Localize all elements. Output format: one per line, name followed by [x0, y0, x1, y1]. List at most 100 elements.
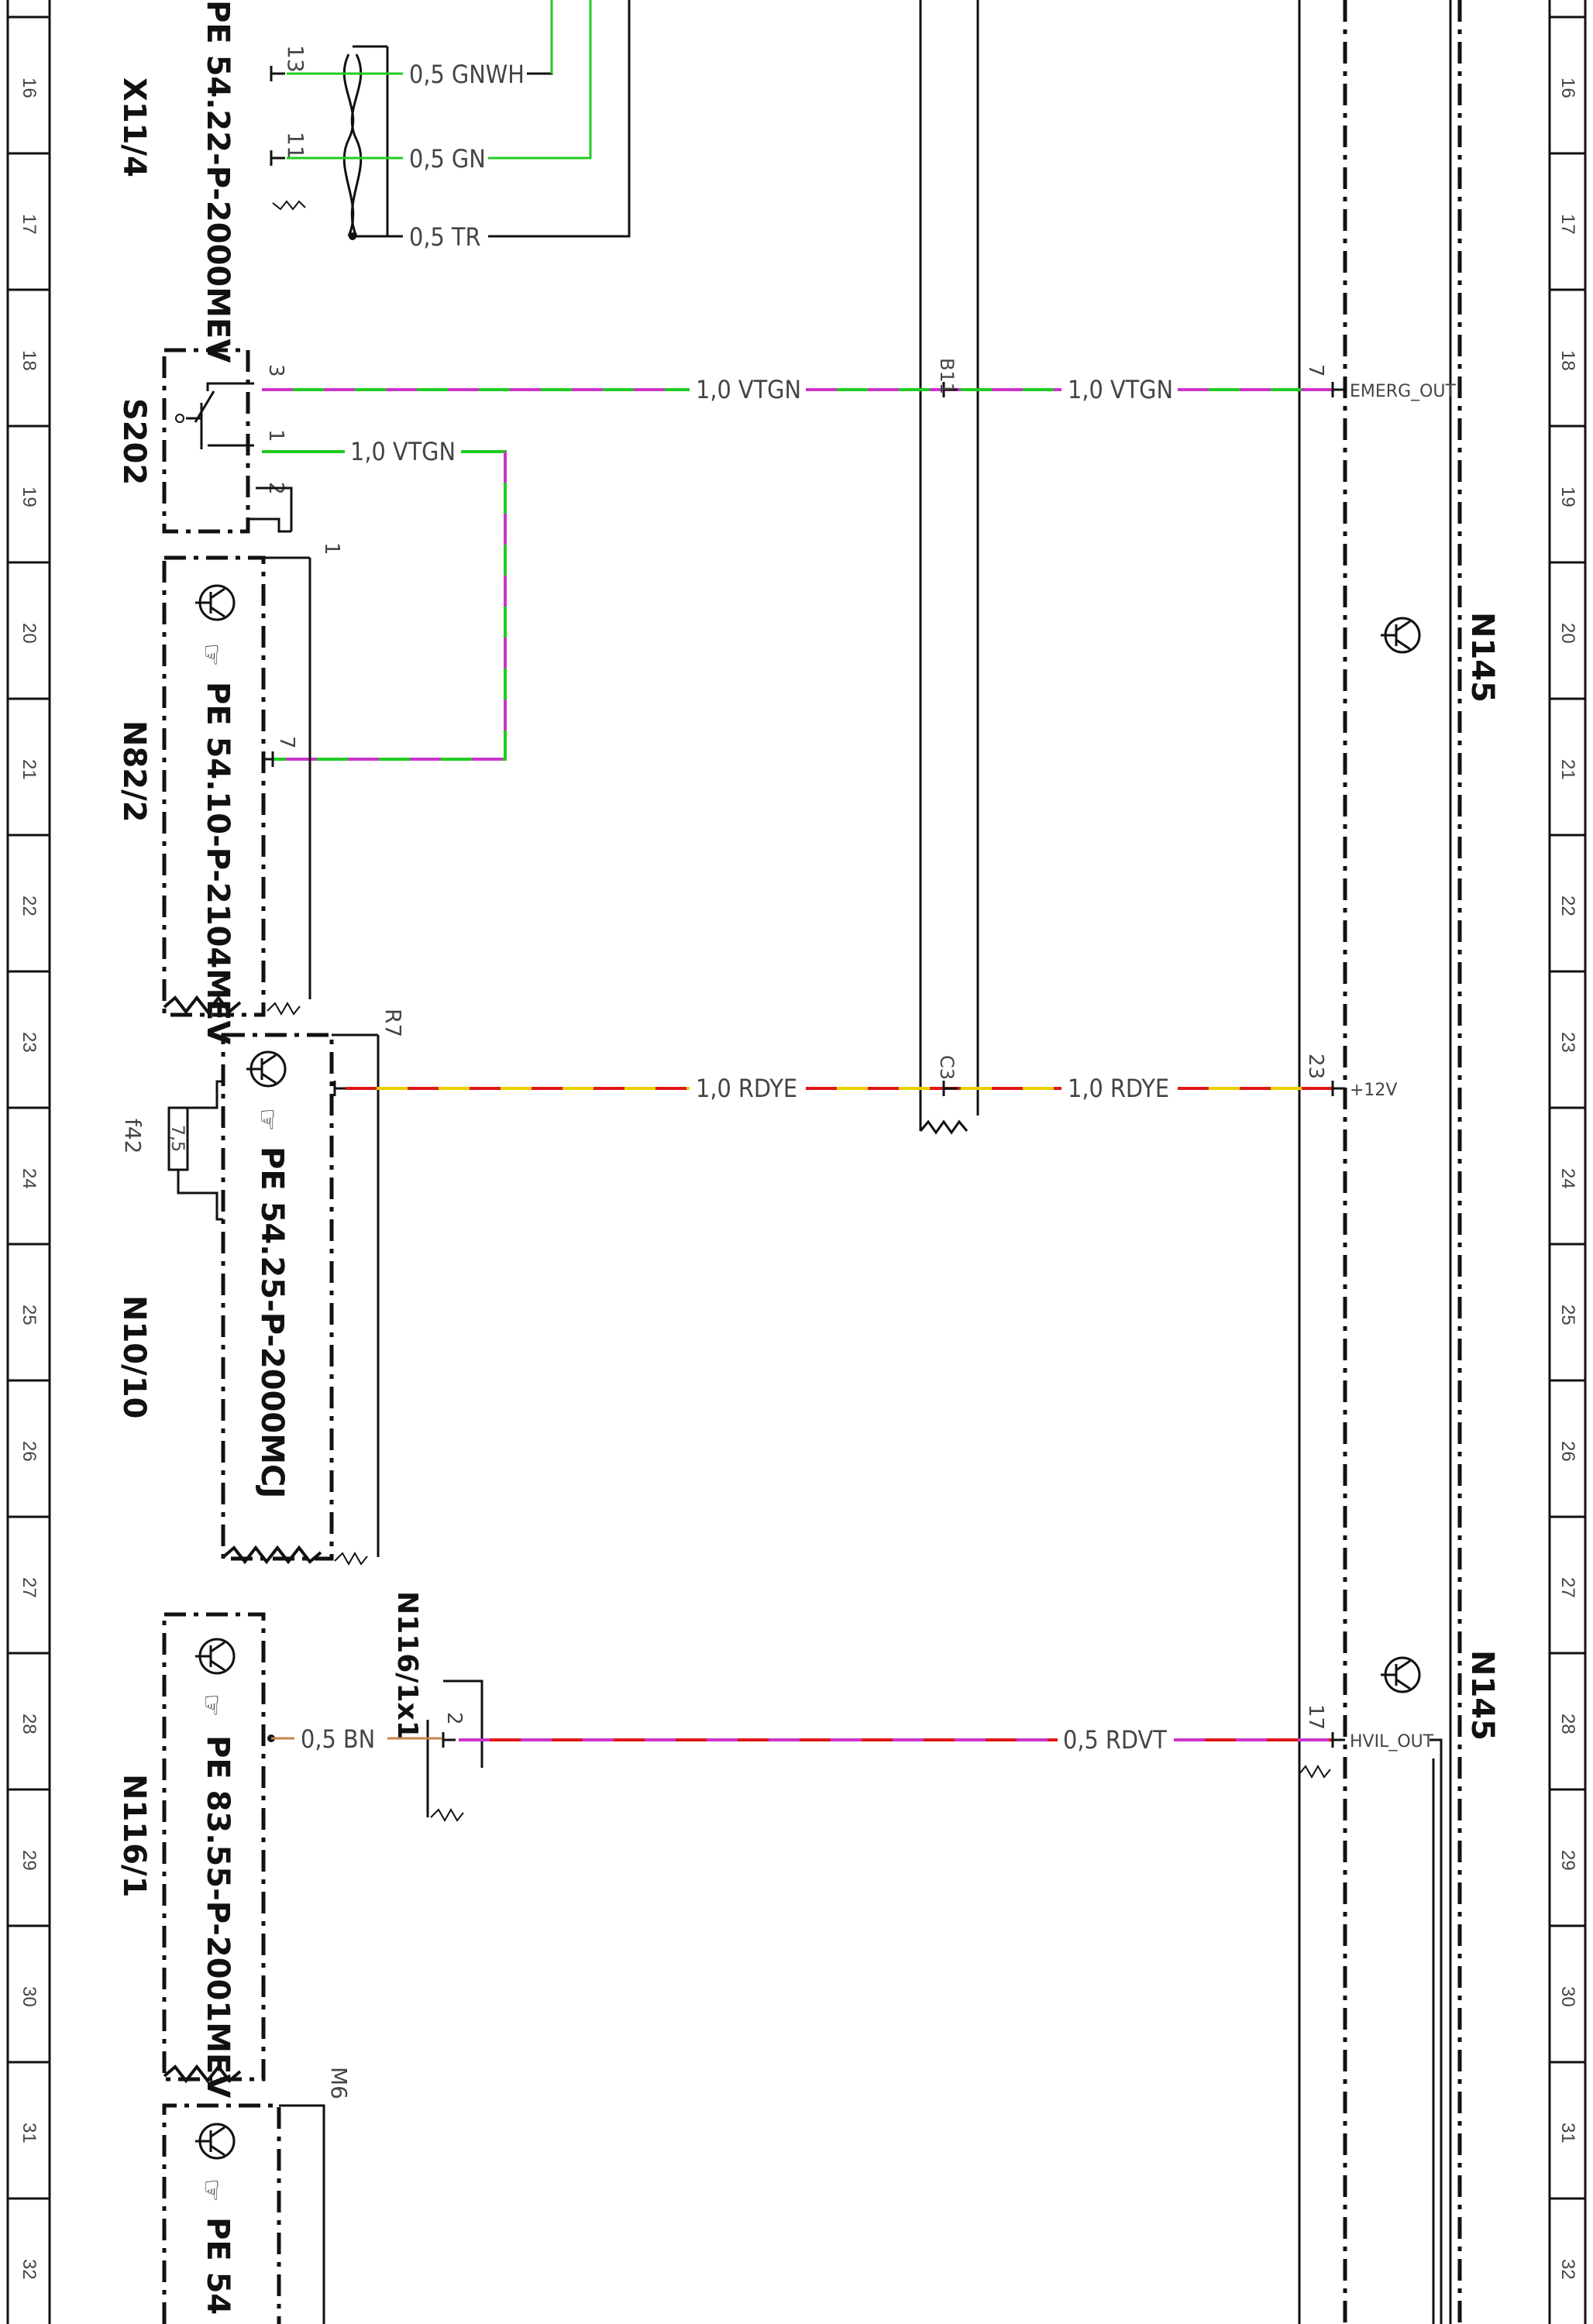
x11-4-component: X11/4 PE 54.22-P-2000MEV 13 11 0,5 GNWH … [116, 0, 631, 363]
pin-r7: R7 [380, 1009, 406, 1037]
s202-component: S202 3 1 2 [116, 348, 293, 534]
s202-pin-1: 1 [264, 429, 287, 442]
grid-number: 29 [19, 1850, 40, 1871]
pin-c3: C3 [936, 1055, 958, 1080]
inline-connector-body [919, 0, 979, 1135]
grid-number: 27 [19, 1577, 40, 1598]
hand-pointer-icon: ☞ [253, 1108, 282, 1131]
signal-hvil-out: HVIL_OUT [1350, 1732, 1434, 1752]
n116-1-component: ☞ PE 83.55-P-2001MEV N116/1 N116/1x1 2 [116, 1591, 483, 2098]
n82-2-label: N82/2 [116, 720, 152, 823]
s202-label: S202 [116, 398, 152, 485]
grid-number: 31 [1557, 2123, 1578, 2144]
wire-rdye-label-b: 1,0 RDYE [1068, 1074, 1169, 1103]
grid-number: 22 [19, 896, 40, 916]
fuse-value: 7,5 [167, 1125, 187, 1152]
n145-label: N145 [1464, 612, 1500, 703]
n82-2-ref: PE 54.10-P-2104MEV [200, 682, 236, 1044]
pin-m6: M6 [326, 2067, 352, 2099]
grid-number: 17 [19, 214, 40, 235]
n116-1x1-label: N116/1x1 [391, 1591, 423, 1740]
vtgn-wires [262, 388, 1333, 761]
wire-gnwh-label: 0,5 GNWH [409, 60, 525, 89]
grid-number: 30 [1557, 1986, 1578, 2007]
signal-emerg-out: EMERG_OUT [1350, 382, 1457, 401]
pin-11: 11 [283, 132, 308, 160]
pin-23: 23 [1304, 1054, 1327, 1079]
n116-1-ref: PE 83.55-P-2001MEV [200, 1735, 236, 2098]
grid-number: 19 [19, 486, 40, 507]
grid-number: 26 [1557, 1441, 1578, 1462]
transistor-icon [1381, 1656, 1421, 1693]
wire-tr-label: 0,5 TR [409, 222, 480, 252]
grid-number: 18 [19, 350, 40, 371]
grid-number: 23 [19, 1032, 40, 1053]
pin-emerg-out: 7 EMERG_OUT [1304, 364, 1457, 401]
grid-number: 21 [19, 759, 40, 780]
grid-number: 20 [1557, 623, 1578, 644]
transistor-icon [195, 2123, 236, 2160]
x11-4-ref: PE 54.22-P-2000MEV [200, 0, 236, 363]
n116-1-label: N116/1 [116, 1774, 152, 1897]
grid-number: 18 [1557, 350, 1578, 371]
grid-number: 23 [1557, 1032, 1578, 1053]
n10-10-component: ☞ PE 54.25-P-2000MCJ N10/10 R7 7,5 f42 [116, 1009, 406, 1566]
connector-b11: B11 [936, 358, 958, 397]
grid-number: 26 [19, 1441, 40, 1462]
grid-number: 32 [1557, 2259, 1578, 2280]
wire-rdvt-label: 0,5 RDVT [1063, 1725, 1167, 1755]
n145-label-2: N145 [1464, 1650, 1500, 1741]
grid-number: 24 [19, 1168, 40, 1189]
n82-2-component: ☞ PE 54.10-P-2104MEV N82/2 1 7 [116, 542, 343, 1044]
grid-number: 21 [1557, 759, 1578, 780]
pin-13: 13 [283, 45, 308, 73]
x1-pin-2: 2 [442, 1712, 466, 1725]
wire-bn-label: 0,5 BN [301, 1724, 375, 1754]
grid-number: 29 [1557, 1850, 1578, 1871]
grid-number: 24 [1557, 1168, 1578, 1189]
transistor-icon [246, 1050, 287, 1088]
connector-c3: C3 [936, 1055, 958, 1096]
grid-number: 17 [1557, 214, 1578, 235]
grid-number: 16 [19, 77, 40, 98]
hand-pointer-icon: ☞ [197, 643, 226, 666]
fuse-id: f42 [120, 1119, 146, 1154]
transistor-icon [195, 584, 236, 621]
n10-10-label: N10/10 [116, 1295, 152, 1418]
grid-number: 27 [1557, 1577, 1578, 1598]
wire-vtgn-label-c: 1,0 VTGN [350, 437, 456, 466]
s202-pin-3: 3 [264, 364, 287, 377]
grid-number: 16 [1557, 77, 1578, 98]
grid-number: 19 [1557, 486, 1578, 507]
pin-hvil-out: 17 HVIL_OUT [1304, 1704, 1434, 1752]
grid-number: 31 [19, 2123, 40, 2144]
n10-10-ref: PE 54.25-P-2000MCJ [254, 1147, 290, 1498]
next-module: M6 ☞ PE 54 [162, 2067, 352, 2324]
pin-7-n145: 7 [1304, 364, 1327, 377]
pin-17: 17 [1304, 1704, 1327, 1730]
grid-number: 28 [1557, 1714, 1578, 1734]
wire-vtgn-label-a: 1,0 VTGN [696, 375, 801, 404]
grid-number: 22 [1557, 896, 1578, 916]
pin-12v: 23 +12V [1304, 1054, 1397, 1100]
wire-gn-label: 0,5 GN [409, 144, 486, 174]
grid-number: 32 [19, 2259, 40, 2280]
frame-borders [6, 0, 1587, 2324]
grid-number: 25 [1557, 1305, 1578, 1325]
hand-pointer-icon: ☞ [197, 2178, 226, 2202]
hand-pointer-icon: ☞ [197, 1693, 226, 1717]
n82-2-pin-1: 1 [320, 542, 343, 555]
n145-module: N145 N145 [1298, 0, 1500, 2324]
transistor-icon [195, 1638, 236, 1675]
wire-vtgn-label-b: 1,0 VTGN [1068, 375, 1173, 404]
x11-4-label: X11/4 [116, 77, 152, 177]
next-ref: PE 54 [200, 2217, 236, 2315]
pin-b11: B11 [936, 358, 958, 394]
transistor-icon [1381, 617, 1421, 654]
grid-ticks [8, 15, 1585, 2200]
wire-rdye-label-a: 1,0 RDYE [696, 1074, 797, 1103]
grid-number: 28 [19, 1714, 40, 1734]
grid-number: 20 [19, 623, 40, 644]
